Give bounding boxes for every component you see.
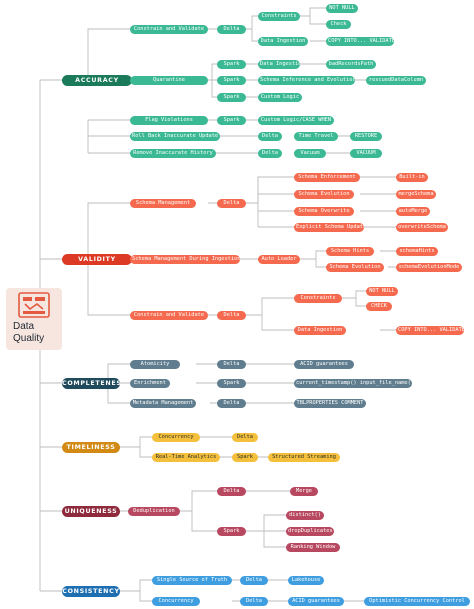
completeness-tblproperties[interactable]: TBLPROPERTIES COMMENT	[294, 399, 366, 408]
timeliness-concurrency[interactable]: Concurrency	[152, 433, 200, 442]
data-quality-icon	[18, 292, 50, 322]
accuracy-bad-records-path[interactable]: badRecordsPath	[326, 60, 376, 69]
validity-check[interactable]: CHECK	[366, 302, 392, 311]
accuracy-constraints[interactable]: Constraints	[258, 12, 300, 21]
uniqueness-merge[interactable]: Merge	[290, 487, 318, 496]
consistency-acid[interactable]: ACID guarantees	[288, 597, 344, 606]
validity-copy-into[interactable]: COPY INTO... VALIDATE	[396, 326, 464, 335]
completeness-acid[interactable]: ACID guarantees	[294, 360, 354, 369]
validity-constrain-tool[interactable]: Delta	[217, 311, 246, 320]
root-title: Data Quality	[6, 321, 62, 345]
accuracy-spark-2[interactable]: Spark	[217, 76, 246, 85]
validity-constraints[interactable]: Constraints	[294, 294, 342, 303]
uniqueness-distinct[interactable]: distinct()	[286, 511, 324, 520]
accuracy-flag-violations[interactable]: Flag Violations	[130, 116, 208, 125]
accuracy-rollback-tool[interactable]: Delta	[258, 132, 282, 141]
consistency-occ[interactable]: Optimistic Concurrency Control	[364, 597, 470, 606]
accuracy-restore[interactable]: RESTORE	[350, 132, 382, 141]
category-completeness[interactable]: COMPLETENESS	[62, 378, 120, 389]
accuracy-custom-logic[interactable]: Custom Logic	[258, 93, 302, 102]
consistency-concurrency[interactable]: Concurrency	[152, 597, 200, 606]
validity-schema-enforcement[interactable]: Schema Enforcement	[294, 173, 360, 182]
completeness-metadata[interactable]: Metadata Management	[130, 399, 196, 408]
consistency-sot-tool[interactable]: Delta	[240, 576, 268, 585]
accuracy-flag-logic[interactable]: Custom Logic/CASE WHEN	[258, 116, 334, 125]
category-validity[interactable]: VALIDITY	[62, 254, 132, 265]
completeness-atomicity-tool[interactable]: Delta	[217, 360, 246, 369]
validity-schema-tool[interactable]: Delta	[217, 199, 246, 208]
accuracy-roll-back[interactable]: Roll Back Inaccurate Update	[130, 132, 220, 141]
completeness-timestamp[interactable]: current_timestamp() input_file_name()	[294, 379, 412, 388]
uniqueness-spark[interactable]: Spark	[217, 527, 246, 536]
accuracy-schema-inference[interactable]: Schema Inference and Evolution	[258, 76, 355, 85]
consistency-concurrency-tool[interactable]: Delta	[240, 597, 268, 606]
accuracy-check[interactable]: Check	[326, 20, 351, 29]
accuracy-remove-tool[interactable]: Delta	[258, 149, 282, 158]
consistency-lakehouse[interactable]: Lakehouse	[288, 576, 324, 585]
validity-auto-merge[interactable]: autoMerge	[396, 207, 430, 216]
completeness-enrichment[interactable]: Enrichment	[130, 379, 170, 388]
accuracy-constrain-tool[interactable]: Delta	[217, 25, 246, 34]
data-quality-root: Data Quality	[6, 288, 62, 350]
completeness-enrichment-tool[interactable]: Spark	[217, 379, 246, 388]
accuracy-vacuum-cmd[interactable]: VACUUM	[350, 149, 382, 158]
completeness-atomicity[interactable]: Atomicity	[130, 360, 180, 369]
category-uniqueness[interactable]: UNIQUENESS	[62, 506, 120, 517]
accuracy-rescued-data-column[interactable]: rescuedDataColumn	[366, 76, 426, 85]
validity-not-null[interactable]: NOT NULL	[366, 287, 398, 296]
root-title-line1: Data	[13, 321, 35, 332]
accuracy-flag-tool[interactable]: Spark	[217, 116, 246, 125]
validity-schema-ingestion[interactable]: Schema Management During Ingestion	[130, 255, 240, 264]
timeliness-concurrency-tool[interactable]: Delta	[232, 433, 258, 442]
validity-data-ingestion[interactable]: Data Ingestion	[294, 326, 346, 335]
uniqueness-drop-duplicates[interactable]: dropDuplicates	[286, 527, 334, 536]
validity-auto-loader[interactable]: Auto Loader	[258, 255, 300, 264]
category-timeliness[interactable]: TIMELINESS	[62, 442, 120, 453]
category-accuracy[interactable]: ACCURACY	[62, 75, 132, 86]
validity-schema-hints-option[interactable]: schemaHints	[396, 247, 438, 256]
uniqueness-ranking-window[interactable]: Ranking Window	[286, 543, 340, 552]
accuracy-spark-3[interactable]: Spark	[217, 93, 246, 102]
accuracy-data-ingestion[interactable]: Data Ingestion	[258, 37, 308, 46]
completeness-metadata-tool[interactable]: Delta	[217, 399, 246, 408]
validity-explicit-update[interactable]: Explicit Schema Update	[294, 223, 364, 232]
accuracy-data-ingestion-2[interactable]: Data Ingestion	[258, 60, 300, 69]
accuracy-time-travel[interactable]: Time Travel	[294, 132, 338, 141]
validity-built-in[interactable]: Built-in	[396, 173, 428, 182]
validity-constrain-validate[interactable]: Constrain and Validate	[130, 311, 208, 320]
timeliness-realtime-tool[interactable]: Spark	[232, 453, 258, 462]
validity-schema-hints[interactable]: Schema Hints	[326, 247, 374, 256]
uniqueness-delta[interactable]: Delta	[217, 487, 246, 496]
timeliness-structured-streaming[interactable]: Structured Streaming	[268, 453, 340, 462]
accuracy-remove-history[interactable]: Remove Inaccurate History	[130, 149, 216, 158]
root-title-line2: Quality	[13, 333, 45, 344]
accuracy-spark-1[interactable]: Spark	[217, 60, 246, 69]
timeliness-realtime[interactable]: Real-Time Analytics	[152, 453, 220, 462]
validity-overwrite-schema[interactable]: overwriteSchema	[396, 223, 448, 232]
accuracy-constrain-validate[interactable]: Constrain and Validate	[130, 25, 208, 34]
uniqueness-deduplication[interactable]: Deduplication	[128, 507, 180, 516]
validity-merge-schema[interactable]: mergeSchema	[396, 190, 436, 199]
category-consistency[interactable]: CONSISTENCY	[62, 586, 120, 597]
accuracy-copy-into[interactable]: COPY INTO... VALIDATE	[326, 37, 394, 46]
accuracy-vacuum[interactable]: Vacuum	[294, 149, 326, 158]
validity-schema-overwrite[interactable]: Schema Overwrite	[294, 207, 354, 216]
accuracy-not-null[interactable]: NOT NULL	[326, 4, 358, 13]
validity-schema-evolution[interactable]: Schema Evolution	[294, 190, 354, 199]
accuracy-quarantine[interactable]: Quarantine	[130, 76, 208, 85]
consistency-single-source[interactable]: Single Source of Truth	[152, 576, 232, 585]
validity-evolution-mode[interactable]: schemaEvolutionMode	[396, 263, 462, 272]
validity-schema-management[interactable]: Schema Management	[130, 199, 196, 208]
validity-schema-evolution-2[interactable]: Schema Evolution	[326, 263, 384, 272]
